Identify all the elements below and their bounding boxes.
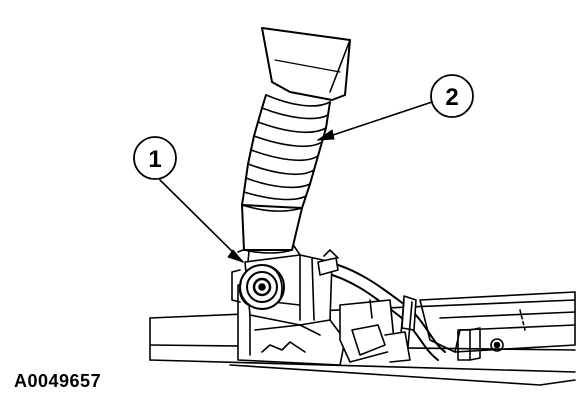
callout-2: 2 [317, 74, 474, 141]
callout-2-arrowhead [317, 129, 335, 141]
callout-1-label: 1 [148, 146, 161, 173]
pivot-bushing [238, 264, 285, 310]
shift-boot [241, 27, 351, 254]
figure-id-label: A0049657 [14, 371, 102, 391]
linkage-housing [419, 291, 576, 361]
callout-2-label: 2 [445, 84, 458, 111]
callout-1: 1 [133, 136, 244, 263]
callout-1-arrowhead [227, 249, 244, 263]
